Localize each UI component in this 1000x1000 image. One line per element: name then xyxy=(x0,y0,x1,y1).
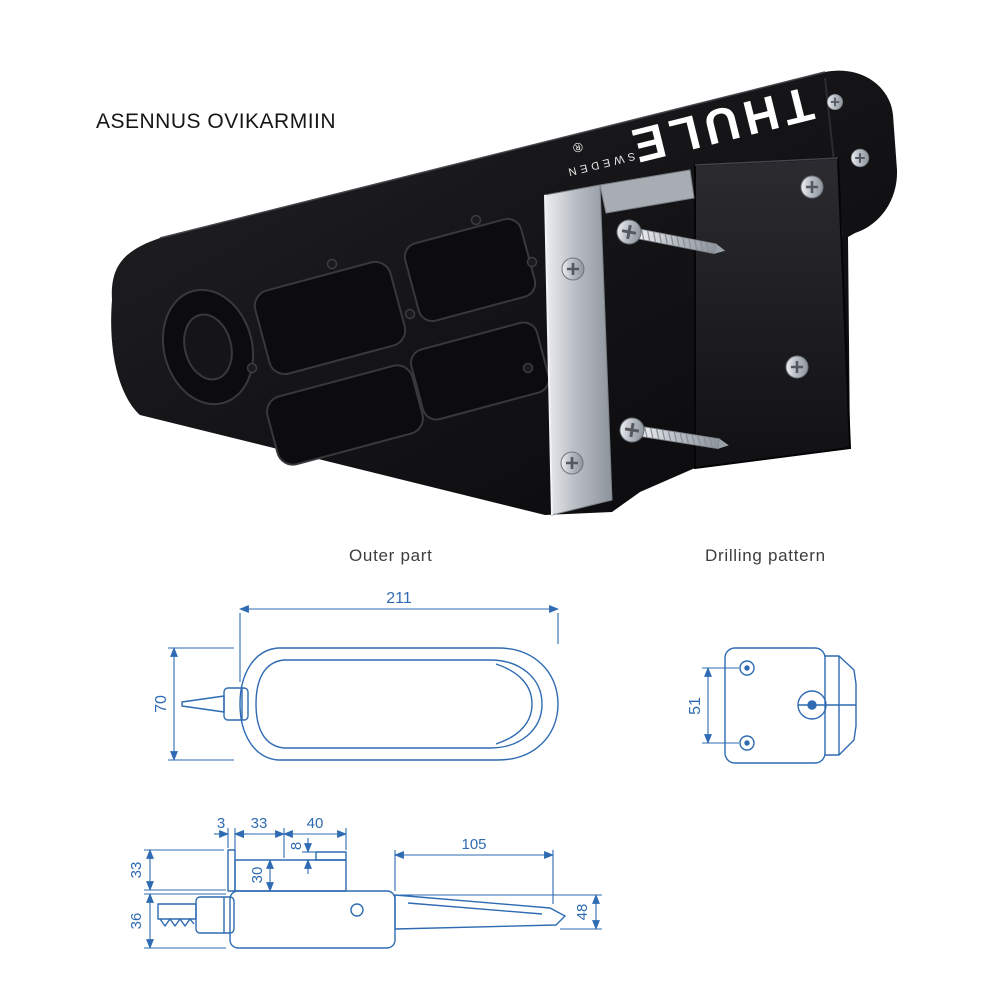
outer-part-dimensions xyxy=(168,605,559,761)
body-top-edge-highlight xyxy=(159,71,826,239)
top-tab xyxy=(315,851,347,861)
striker-plate xyxy=(694,156,852,470)
dimension-40: 40 xyxy=(307,815,324,832)
bracket-screw-bottom xyxy=(559,450,585,476)
body-screw-bosses xyxy=(246,214,538,374)
page-title: ASENNUS OVIKARMIIN xyxy=(96,110,337,133)
side-view-shape xyxy=(157,849,566,949)
endcap-screw-right xyxy=(850,148,870,168)
key-teeth xyxy=(159,918,195,927)
dimension-outer-width: 70 xyxy=(153,695,170,713)
outer-part-drawing: 211 70 xyxy=(153,590,559,761)
key-tip xyxy=(181,695,225,713)
drilling-pattern-label: Drilling pattern xyxy=(705,546,826,565)
registered-mark: ® xyxy=(571,139,584,156)
mounting-bracket xyxy=(544,169,695,516)
dimension-outer-length: 211 xyxy=(386,590,412,607)
lock-cylinder xyxy=(195,896,235,934)
product-photo: THULE SWEDEN ® xyxy=(111,70,898,516)
dimension-36: 36 xyxy=(128,913,145,930)
drilling-pattern-shape xyxy=(724,647,857,764)
mount-flange xyxy=(227,849,236,892)
bracket-screw-top xyxy=(560,256,586,282)
dimension-33-top: 33 xyxy=(251,815,268,832)
dimension-30: 30 xyxy=(249,867,266,884)
pivot xyxy=(350,903,364,917)
dimension-33-left: 33 xyxy=(128,862,145,879)
lower-housing xyxy=(229,890,396,949)
outer-part-shape xyxy=(181,647,559,761)
dimension-105: 105 xyxy=(461,836,486,853)
side-view-dimension-lines xyxy=(144,828,602,949)
body-ribs xyxy=(161,217,550,466)
dimension-48: 48 xyxy=(574,904,591,921)
plate-screw-top xyxy=(799,174,825,200)
dimension-3: 3 xyxy=(217,815,225,832)
dimension-hole-spacing: 51 xyxy=(687,697,704,715)
key-blade xyxy=(157,903,197,920)
side-view-drawing: 3 33 40 105 33 36 30 8 48 xyxy=(128,815,602,949)
drilling-pattern-dimensions xyxy=(702,667,739,744)
lever xyxy=(394,894,566,930)
drilling-pattern-drawing: 51 xyxy=(687,647,857,764)
endcap-screw-top xyxy=(826,93,844,111)
plate-screw-bottom xyxy=(784,354,810,380)
outer-part-label: Outer part xyxy=(349,546,433,565)
dimension-8: 8 xyxy=(288,842,305,850)
